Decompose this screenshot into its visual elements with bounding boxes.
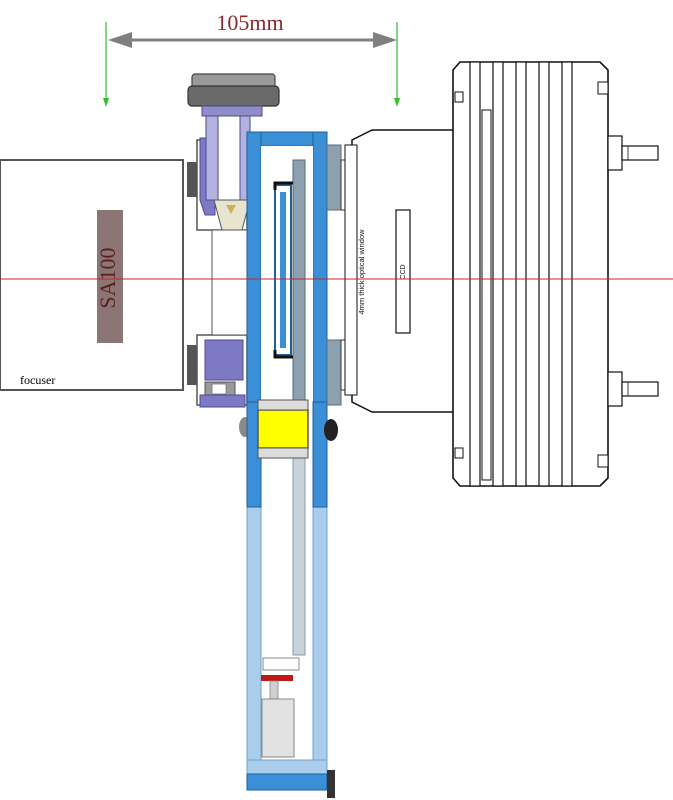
optical-window-label: 4mm thick optical window	[357, 229, 366, 315]
hub-axle-bottom	[257, 447, 309, 459]
housing-right-dark-lower	[312, 401, 328, 508]
thumb-screw-shaft	[217, 115, 241, 201]
heatsink-fin-1	[469, 61, 481, 487]
green-arrowhead-right	[394, 98, 400, 107]
sensor-red-bar	[261, 675, 293, 681]
heatsink-fin-5	[561, 61, 573, 487]
clamp-purple-lower	[204, 339, 244, 381]
clamp-upper-dark	[187, 162, 199, 197]
heatsink-back-tab-top	[597, 81, 609, 95]
clamp-inner-gap	[211, 229, 248, 336]
connector-upper	[607, 135, 659, 171]
focuser-body	[0, 159, 184, 391]
thumb-screw-guide	[205, 115, 219, 201]
dimension-arrowhead-left	[108, 32, 132, 48]
filter-wheel-internals	[257, 159, 338, 758]
heatsink-fin-3	[515, 61, 527, 487]
thumb-screw-tip-accent	[226, 205, 236, 214]
green-arrowhead-left	[103, 98, 109, 107]
hub-knob	[324, 419, 338, 441]
housing-bottom	[246, 759, 328, 775]
sensor-mount-white	[262, 657, 300, 671]
adapter-clamp	[187, 137, 251, 437]
heatsink-inner-slot	[481, 109, 492, 481]
heatsink-back-tab-bottom	[597, 454, 609, 468]
dimension-arrowhead-right	[373, 32, 397, 48]
ccd-chip	[395, 209, 411, 334]
ccd-camera: CCD 4mm thick optical window	[344, 61, 659, 487]
thumb-screw-tip	[213, 199, 251, 231]
heatsink-side-tab-top	[454, 91, 464, 103]
filter-clip-bottom	[273, 350, 293, 359]
thumb-screw-knurl	[187, 85, 280, 107]
dimension-label: 105mm	[216, 10, 283, 35]
filter-clip-top	[273, 181, 293, 190]
connector-upper-pin	[621, 145, 659, 161]
filter-glass-inner	[280, 192, 286, 348]
connector-lower-pin	[621, 381, 659, 397]
heatsink-fin-2	[492, 61, 504, 487]
heatsink-fin-4	[538, 61, 550, 487]
focuser-tube: SA100 focuser	[0, 159, 184, 391]
connector-upper-base	[607, 135, 623, 171]
heatsink-side-tab-bottom	[454, 447, 464, 459]
adapter-upper-gray	[326, 144, 342, 211]
clamp-purple-bottom	[199, 394, 246, 408]
clamp-lower-white	[211, 383, 227, 395]
adapter-lower-gray	[326, 339, 342, 406]
sa100-label: SA100	[95, 247, 120, 308]
connector-lower-base	[607, 371, 623, 407]
housing-left-wall-upper	[246, 131, 262, 403]
filter-carrier-upper	[292, 159, 306, 406]
housing-bottom-dark	[246, 773, 328, 791]
thumb-screw	[187, 73, 280, 231]
housing-bottom-knob	[327, 770, 335, 798]
housing-right-wall-upper	[312, 131, 328, 403]
sensor-body	[261, 698, 295, 758]
focuser-label: focuser	[20, 373, 55, 387]
dimension-annotation: 105mm	[103, 10, 400, 107]
yellow-hub	[257, 409, 309, 449]
sa100-plate	[97, 210, 123, 343]
connector-lower	[607, 371, 659, 407]
ccd-label: CCD	[400, 264, 407, 279]
clamp-lower-dark	[187, 345, 199, 385]
thumb-screw-collar	[201, 105, 263, 117]
sensor-stem	[269, 680, 279, 700]
camera-front-step	[344, 144, 358, 396]
hub-axle-top	[257, 399, 309, 411]
